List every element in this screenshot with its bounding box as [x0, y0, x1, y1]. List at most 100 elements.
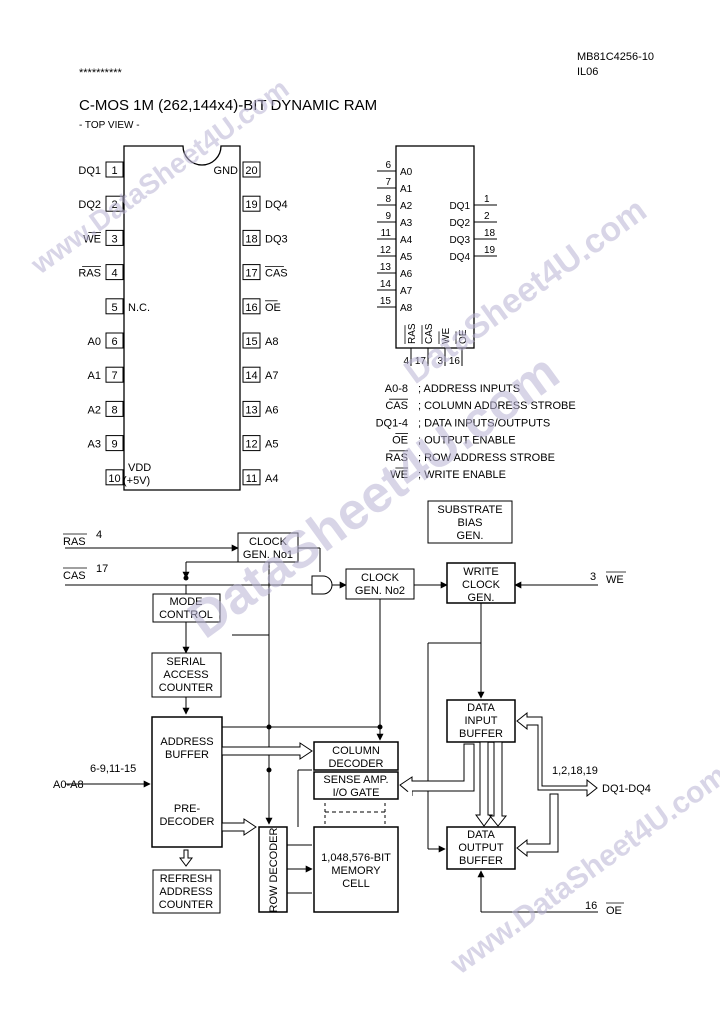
- dip-pin-name: A6: [265, 404, 278, 416]
- ls-pin-num: 11: [381, 228, 392, 239]
- mode-control-label: MODE: [170, 596, 203, 608]
- ls-pin-num: 19: [484, 245, 496, 256]
- dip-pin-num: 17: [245, 268, 257, 280]
- ls-pin-name: A2: [400, 201, 413, 212]
- data-output-label: DATA: [467, 829, 495, 841]
- data-output-label: OUTPUT: [458, 842, 504, 854]
- dip-pin-num: 16: [245, 302, 257, 314]
- dq-pins-label: 1,2,18,19: [552, 765, 598, 777]
- memory-cell-label: MEMORY: [331, 865, 381, 877]
- dip-pin-num: 1: [111, 165, 117, 177]
- dip-pin-num: 9: [111, 439, 117, 451]
- dip-pin-num: 10: [108, 473, 120, 485]
- dip-pin-name: RAS: [78, 268, 101, 280]
- column-decoder-block: [313, 741, 399, 771]
- cas-pin-number: 17: [96, 563, 108, 575]
- data-output-buffer-block: [446, 826, 516, 870]
- ras-input-label: RAS: [63, 536, 86, 548]
- cas-input-label: CAS: [63, 570, 86, 582]
- refresh-counter-block: [152, 869, 221, 914]
- ls-pin-num: 1: [484, 194, 490, 205]
- write-clock-label: WRITE: [463, 566, 498, 578]
- clock-gen-1-label: CLOCK: [249, 536, 288, 548]
- dip-pin-num: 4: [111, 268, 117, 280]
- ls-pin-num: 13: [380, 262, 392, 273]
- legend-symbol: CAS: [385, 400, 408, 412]
- ls-pin-name: WE: [441, 328, 452, 344]
- dip-pin-18: [242, 229, 261, 246]
- dip-pin-num: 5: [111, 302, 117, 314]
- dip-pin-num: 19: [245, 199, 257, 211]
- dip-pin-num: 7: [111, 370, 117, 382]
- write-clock-label: CLOCK: [462, 579, 501, 591]
- dip-pin-num: 11: [246, 473, 257, 485]
- row-decoder-label: ROW DECODER: [268, 827, 280, 912]
- dip-pin-name: DQ1: [78, 165, 101, 177]
- dip-pin-name: A2: [88, 404, 101, 416]
- we-pin-number: 3: [590, 571, 596, 583]
- predecoder-label: DECODER: [159, 816, 214, 828]
- dip-pin-14: [242, 366, 261, 383]
- ras-pin-number: 4: [96, 529, 102, 541]
- substrate-bias-block: [427, 500, 513, 544]
- dip-pin-num: 12: [245, 439, 257, 451]
- dq-output-label: DQ1-DQ4: [602, 783, 651, 795]
- ls-pin-num: 4: [403, 356, 409, 367]
- and-gate: [311, 575, 333, 595]
- memory-cell-block: [313, 826, 399, 913]
- dip-pin-2: [105, 195, 124, 212]
- dip-pin-5: [105, 298, 124, 315]
- dip-pin-num: 20: [245, 165, 257, 177]
- memory-cell-label: CELL: [342, 878, 370, 890]
- memory-cell-label: 1,048,576-BIT: [321, 852, 391, 864]
- dip-pin-6: [105, 332, 124, 349]
- dip-pin-num: 3: [111, 233, 117, 245]
- dip-pin-1: [105, 161, 124, 178]
- ls-pin-num: 12: [380, 245, 392, 256]
- ls-pin-num: 15: [380, 296, 392, 307]
- dip-pin-20: [242, 161, 261, 178]
- dip-pin-num: 8: [111, 404, 117, 416]
- address-buffer-label: BUFFER: [165, 749, 209, 761]
- ls-pin-num: 18: [484, 228, 496, 239]
- stars-mark: **********: [79, 67, 123, 79]
- dip-pin-name: A8: [265, 336, 278, 348]
- dip-pin-name: A7: [265, 370, 278, 382]
- address-buffer-label: ADDRESS: [160, 736, 213, 748]
- column-decoder-label: COLUMN: [332, 745, 380, 757]
- clock-gen-2-label: GEN. No2: [355, 585, 405, 597]
- ls-pin-num: 7: [385, 177, 391, 188]
- legend-description: ; DATA INPUTS/OUTPUTS: [418, 417, 550, 429]
- dip-pin-num: 18: [245, 233, 257, 245]
- dip-pin-11: [242, 469, 261, 486]
- dip-pin-name: WE: [83, 233, 101, 245]
- dip-pin-name: DQ3: [265, 233, 288, 245]
- refresh-counter-label: ADDRESS: [159, 886, 212, 898]
- dip-pin-name: A5: [265, 439, 278, 451]
- legend-description: ; COLUMN ADDRESS STROBE: [418, 400, 576, 412]
- ls-pin-num: 16: [449, 356, 461, 367]
- data-input-label: BUFFER: [459, 728, 503, 740]
- page-title: C-MOS 1M (262,144x4)-BIT DYNAMIC RAM: [79, 97, 377, 114]
- dip-pin-3: [105, 229, 124, 246]
- ls-pin-name: A3: [400, 218, 413, 229]
- dip-pin-13: [242, 400, 261, 417]
- vdd-label: VDD: [128, 462, 151, 474]
- ls-pin-name: A5: [400, 252, 413, 263]
- ls-pin-num: 3: [437, 356, 443, 367]
- ls-pin-name: A1: [400, 184, 413, 195]
- sense-amp-label: SENSE AMP.: [323, 774, 388, 786]
- ls-pin-name: DQ1: [449, 201, 470, 212]
- substrate-bias-label: SUBSTRATE: [437, 504, 502, 516]
- address-buffer-block: [151, 716, 223, 848]
- page-subtitle: - TOP VIEW -: [79, 120, 140, 131]
- clock-gen-2-label: CLOCK: [361, 572, 400, 584]
- legend-symbol: OE: [392, 435, 408, 447]
- block-diagram: [65, 500, 598, 914]
- substrate-bias-label: GEN.: [457, 530, 484, 542]
- ls-pin-num: 6: [385, 160, 391, 171]
- ls-pin-name: OE: [458, 329, 469, 344]
